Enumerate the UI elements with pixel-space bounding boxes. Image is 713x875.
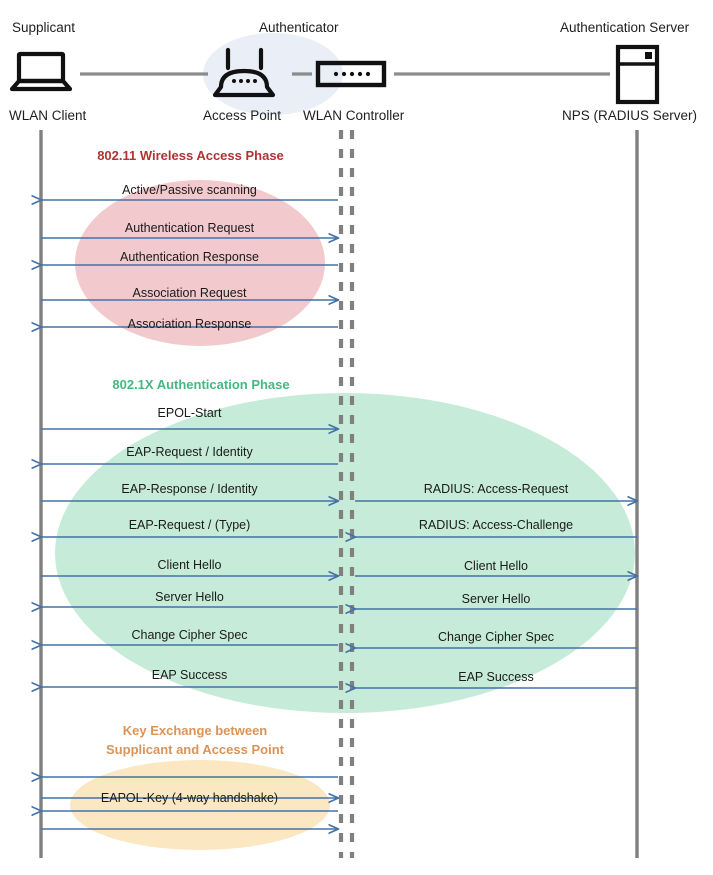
msg-eap-success-right-label: EAP Success	[458, 670, 534, 684]
server-icon	[615, 44, 660, 105]
msg-epol-start-label: EPOL-Start	[157, 406, 222, 420]
phase-802-1x-authentication-label: 802.1X Authentication Phase	[112, 377, 290, 392]
msg-change-cipher-spec-right-label: Change Cipher Spec	[437, 630, 555, 644]
node-label-access-point: Access Point	[203, 108, 282, 123]
authenticator-halo	[203, 33, 343, 115]
msg-client-hello-left-label: Client Hello	[157, 558, 222, 572]
node-label-nps-radius-server: NPS (RADIUS Server)	[562, 108, 698, 123]
msg-eap-response-identity-label: EAP-Response / Identity	[121, 482, 258, 496]
phase-802-11-wireless-access-label: 802.11 Wireless Access Phase	[97, 148, 284, 163]
node-label-wlan-controller: WLAN Controller	[303, 108, 405, 123]
msg-server-hello-left-label: Server Hello	[155, 590, 224, 604]
node-label-wlan-client: WLAN Client	[9, 108, 87, 123]
msg-authentication-response-label: Authentication Response	[120, 250, 259, 264]
msg-radius-access-request-label: RADIUS: Access-Request	[423, 482, 569, 496]
msg-change-cipher-spec-left-label: Change Cipher Spec	[131, 628, 248, 642]
msg-eap-success-left-label: EAP Success	[151, 668, 228, 682]
phase-802-11-wireless-access-ellipse	[75, 180, 325, 346]
msg-radius-access-challenge-label: RADIUS: Access-Challenge	[418, 518, 574, 532]
msg-authentication-request-label: Authentication Request	[124, 221, 255, 235]
phase-key-exchange-label-line2: Supplicant and Access Point	[106, 742, 284, 757]
message-arrow-group	[41, 200, 637, 829]
role-title-authentication-server: Authentication Server	[560, 20, 690, 35]
laptop-icon	[9, 51, 73, 92]
lifeline-group	[39, 130, 639, 858]
msg-association-response-label: Association Response	[127, 317, 252, 331]
msg-client-hello-right-label: Client Hello	[464, 559, 528, 573]
phase-key-exchange-label-line1: Key Exchange between	[122, 723, 268, 738]
msg-server-hello-right-label: Server Hello	[461, 592, 531, 606]
msg-active-passive-scanning-label: Active/Passive scanning	[122, 183, 257, 197]
access-point-icon	[212, 47, 276, 98]
msg-eapol-key-2-label: EAPOL-Key (4-way handshake)	[100, 791, 279, 805]
msg-association-request-label: Association Request	[132, 286, 247, 300]
msg-eap-request-identity-label: EAP-Request / Identity	[126, 445, 253, 459]
role-title-supplicant: Supplicant	[12, 20, 76, 35]
msg-eap-request-type-label: EAP-Request / (Type)	[128, 518, 251, 532]
role-title-authenticator: Authenticator	[259, 20, 339, 35]
phase-ellipse-group	[55, 180, 635, 850]
wlan-controller-icon	[315, 60, 387, 88]
phase-802-1x-authentication-ellipse	[55, 393, 635, 713]
phase-key-exchange-ellipse	[70, 760, 330, 850]
